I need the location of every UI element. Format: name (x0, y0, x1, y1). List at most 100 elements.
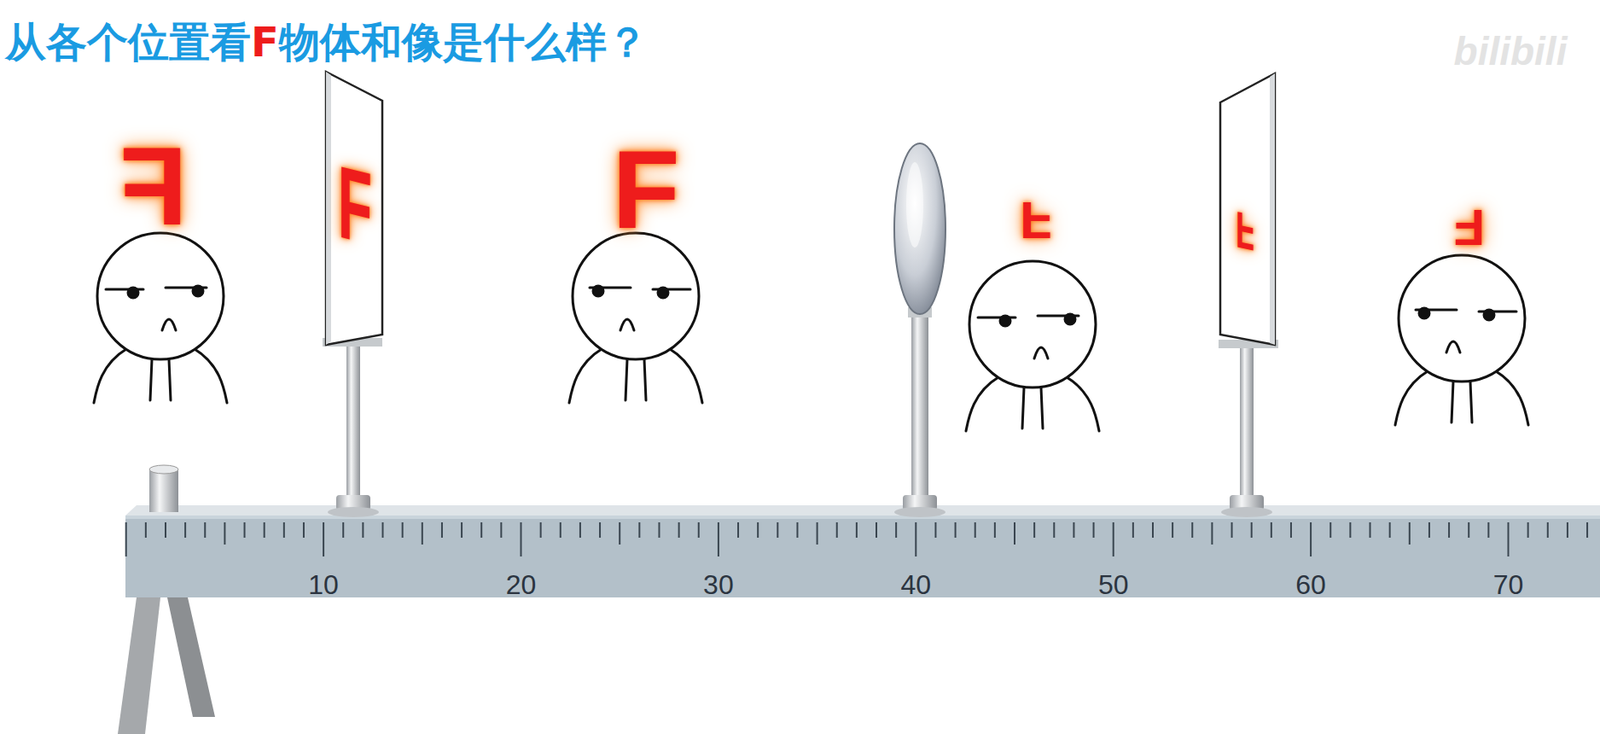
body-line (965, 377, 999, 431)
tick-mark (500, 522, 502, 538)
tick-mark (1408, 522, 1411, 545)
tick-mark (1270, 522, 1273, 538)
tick-mark (1132, 522, 1135, 538)
arm-line (150, 359, 152, 401)
tick-mark (361, 522, 364, 538)
mouth (162, 319, 176, 331)
tick-mark (638, 522, 640, 538)
tick-mark (263, 522, 266, 538)
tick-mark (441, 522, 443, 538)
tick-mark (816, 522, 819, 545)
tick-mark (302, 522, 305, 538)
arm-line (625, 359, 628, 401)
pupil (1483, 309, 1495, 320)
tick-mark (1171, 522, 1174, 538)
tick-mark (480, 522, 483, 538)
scale-number: 50 (1098, 570, 1129, 599)
scale-number: 40 (901, 570, 932, 599)
tick-mark (1329, 522, 1332, 538)
pupil (1000, 315, 1011, 326)
tick-mark (1033, 522, 1036, 538)
head-circle (969, 261, 1096, 388)
tick-mark (994, 522, 996, 538)
tick-mark (836, 522, 838, 538)
tick-mark (203, 522, 206, 538)
tick-mark (1349, 522, 1351, 538)
image-back-view: F (1454, 201, 1486, 253)
tick-mark (1448, 522, 1450, 538)
arm-line (168, 359, 171, 401)
scale-number: 10 (308, 570, 339, 599)
mouth (620, 319, 635, 331)
tick-mark (223, 522, 226, 545)
screen-1 (322, 71, 383, 518)
pupil (192, 285, 204, 297)
tick-mark (184, 522, 187, 538)
tick-mark (322, 522, 325, 557)
tick-mark (756, 522, 759, 538)
tick-mark (1507, 522, 1510, 557)
tick-mark (737, 522, 739, 538)
pupil (128, 287, 139, 298)
tick-mark (875, 522, 878, 538)
tick-mark (618, 522, 621, 545)
tick-mark (1013, 522, 1016, 545)
title: 从各个位置看F物体和像是什么样？ (5, 15, 648, 70)
tick-mark (283, 522, 286, 538)
tick-mark (1210, 522, 1213, 545)
mouth (1446, 341, 1461, 353)
tick-mark (164, 522, 167, 538)
tick-mark (342, 522, 344, 538)
tick-mark (1547, 522, 1549, 538)
tick-mark (579, 522, 582, 538)
observers (93, 232, 1529, 431)
pupil (1419, 308, 1430, 319)
arm-line (1470, 381, 1472, 423)
pupil (657, 287, 669, 298)
body-line (1066, 377, 1100, 431)
tick-mark (540, 522, 542, 538)
end-stop (149, 465, 179, 512)
object-mirror-view: F (119, 130, 187, 242)
tick-mark (895, 522, 897, 538)
body-line (194, 349, 227, 403)
tick-mark (934, 522, 937, 538)
tick-mark (1586, 522, 1589, 538)
tick-mark (855, 522, 858, 538)
pupil (1064, 314, 1076, 325)
head-circle (1398, 255, 1525, 382)
image-view: F (1019, 193, 1053, 247)
tick-mark (1250, 522, 1253, 538)
body-line (569, 349, 602, 403)
tick-mark (954, 522, 957, 538)
pupil (593, 285, 604, 297)
tick-mark (382, 522, 384, 538)
tick-mark (717, 522, 720, 557)
tick-mark (1527, 522, 1530, 538)
arm-line (1041, 387, 1043, 429)
scale-number: 60 (1295, 570, 1327, 599)
object-front-view: F (611, 133, 680, 245)
tick-mark (1467, 522, 1470, 538)
scale-number: 30 (703, 570, 734, 599)
tick-mark (914, 522, 917, 557)
tick-mark (1487, 522, 1490, 538)
body-line (1395, 371, 1428, 425)
watermark: bilibili (1454, 31, 1568, 71)
arm-line (1022, 387, 1024, 429)
screen-view: F (337, 149, 373, 261)
tick-mark (559, 522, 562, 538)
ruler (125, 505, 1600, 598)
tick-mark (421, 522, 424, 545)
tick-mark (1053, 522, 1055, 538)
arm-line (1451, 381, 1454, 423)
tick-mark (401, 522, 404, 538)
tick-mark (460, 522, 463, 538)
tick-mark (1309, 522, 1312, 557)
tick-mark (1428, 522, 1431, 538)
scale-number: 20 (506, 570, 537, 599)
tick-mark (1072, 522, 1075, 538)
tick-mark (796, 522, 798, 538)
tick-mark (1152, 522, 1154, 538)
